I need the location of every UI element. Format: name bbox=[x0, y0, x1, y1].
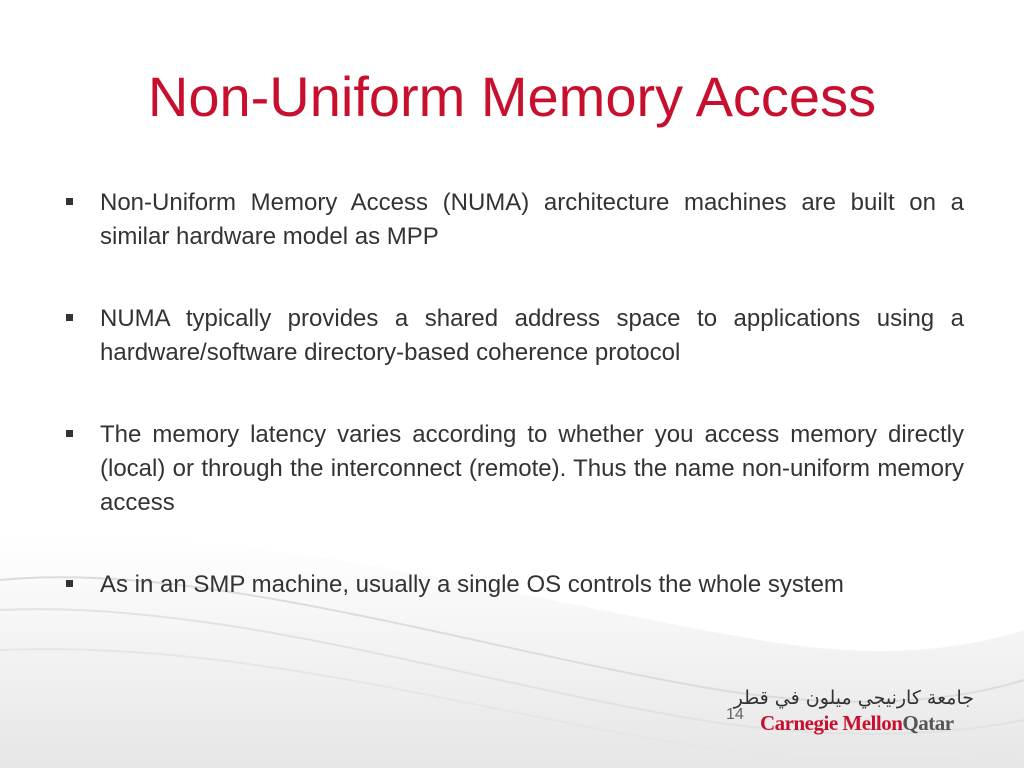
bullet-item: NUMA typically provides a shared address… bbox=[60, 302, 964, 370]
square-bullet-icon bbox=[66, 198, 73, 205]
bullet-text: As in an SMP machine, usually a single O… bbox=[100, 571, 844, 598]
square-bullet-icon bbox=[66, 314, 73, 321]
logo-english-text: Carnegie MellonQatar bbox=[760, 710, 954, 736]
bullet-item: The memory latency varies according to w… bbox=[60, 418, 964, 520]
bullet-text: NUMA typically provides a shared address… bbox=[100, 305, 964, 366]
logo-english-secondary: Qatar bbox=[902, 711, 954, 735]
logo-arabic-text: جامعة كارنيجي ميلون في قطر bbox=[733, 687, 974, 709]
slide-title: Non-Uniform Memory Access bbox=[147, 65, 877, 128]
square-bullet-icon bbox=[66, 430, 73, 437]
bullet-item: As in an SMP machine, usually a single O… bbox=[60, 568, 964, 602]
carnegie-mellon-qatar-logo: جامعة كارنيجي ميلون في قطر Carnegie Mell… bbox=[734, 686, 974, 738]
bullet-text: Non-Uniform Memory Access (NUMA) archite… bbox=[100, 189, 964, 250]
logo-english-primary: Carnegie Mellon bbox=[760, 711, 903, 735]
page-number: 14 bbox=[726, 706, 744, 723]
bullet-item: Non-Uniform Memory Access (NUMA) archite… bbox=[60, 186, 964, 254]
square-bullet-icon bbox=[66, 580, 73, 587]
bullet-text: The memory latency varies according to w… bbox=[100, 421, 964, 516]
bullet-list: Non-Uniform Memory Access (NUMA) archite… bbox=[60, 186, 964, 650]
